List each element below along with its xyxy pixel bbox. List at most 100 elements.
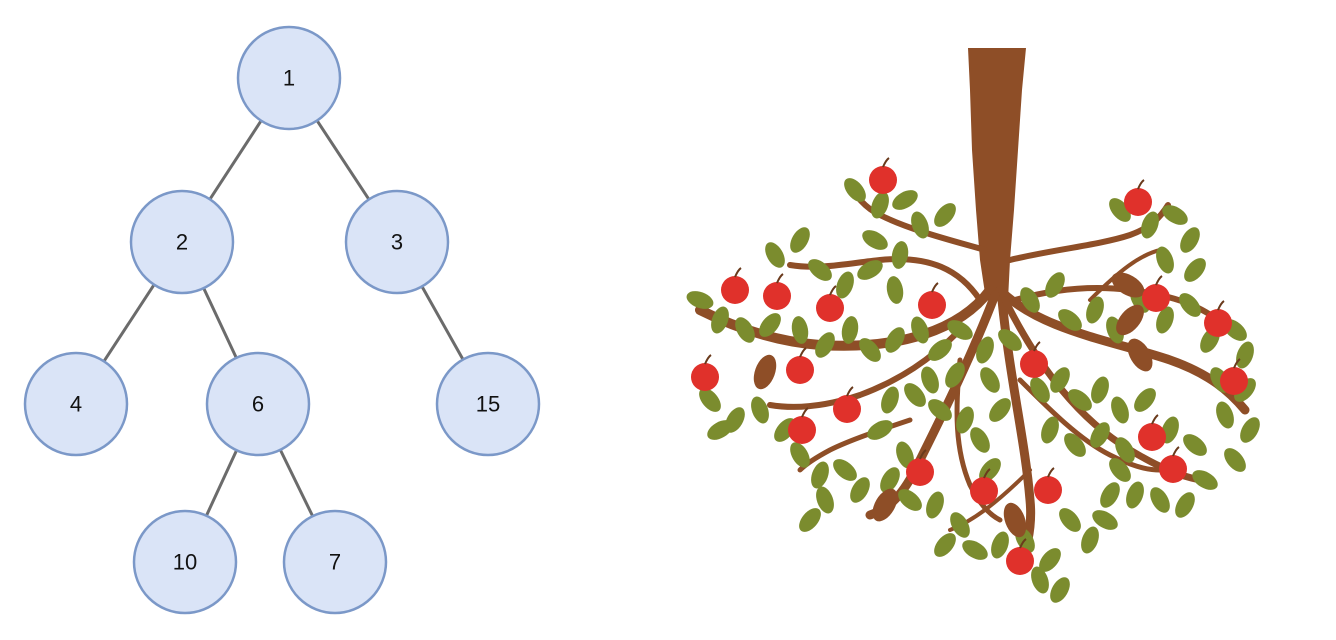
leaf xyxy=(892,190,918,210)
node-label: 1 xyxy=(283,66,295,91)
tree-node-10: 10 xyxy=(132,509,238,615)
node-circle xyxy=(435,351,541,457)
tree-leaves xyxy=(686,178,1260,603)
leaf xyxy=(1236,341,1254,369)
leaf xyxy=(1192,470,1218,490)
edge-n1-n2 xyxy=(208,119,263,201)
leaf xyxy=(1031,566,1049,594)
tree-node-7: 7 xyxy=(282,509,388,615)
apple xyxy=(833,386,861,423)
leaf xyxy=(976,336,994,364)
leaf xyxy=(1045,272,1065,298)
leaf xyxy=(956,406,974,434)
apple xyxy=(906,449,934,486)
leaf xyxy=(699,388,721,412)
leaf xyxy=(1020,287,1040,313)
leaf xyxy=(911,316,929,344)
brown-leaf xyxy=(753,354,777,390)
leaf xyxy=(1041,416,1059,444)
node-label: 7 xyxy=(329,550,341,575)
leaf xyxy=(947,320,973,340)
leaf xyxy=(950,512,970,538)
leaf xyxy=(881,386,899,414)
apple xyxy=(1159,446,1187,483)
leaf xyxy=(1100,482,1120,508)
node-label: 10 xyxy=(173,550,197,575)
leaf xyxy=(799,508,821,532)
brown-leaf xyxy=(1127,338,1153,372)
leaf xyxy=(841,316,859,344)
leaf xyxy=(1068,389,1092,411)
leaf xyxy=(790,227,810,253)
leaf xyxy=(980,367,1000,393)
apple xyxy=(691,354,719,391)
leaf xyxy=(735,317,755,343)
edge-n1-n3 xyxy=(315,119,371,201)
apple xyxy=(721,267,749,304)
apple xyxy=(1006,538,1034,575)
leaf xyxy=(850,477,870,503)
node-circle xyxy=(236,25,342,131)
leaf xyxy=(1090,422,1110,448)
leaf xyxy=(1180,227,1200,253)
node-label: 4 xyxy=(70,392,82,417)
leaf xyxy=(1091,376,1109,404)
tree-apples xyxy=(691,157,1248,575)
apple xyxy=(763,273,791,310)
apple xyxy=(918,282,946,319)
leaf xyxy=(1059,508,1081,532)
leaf xyxy=(962,540,988,560)
node-circle xyxy=(129,189,235,295)
leaf xyxy=(998,329,1022,351)
apple xyxy=(1020,341,1048,378)
leaf xyxy=(808,259,832,281)
tree-node-6: 6 xyxy=(205,351,311,457)
leaf xyxy=(904,383,926,407)
leaf xyxy=(759,313,781,337)
apple xyxy=(1142,275,1170,312)
leaf xyxy=(859,338,881,362)
node-label: 15 xyxy=(476,392,500,417)
leaf xyxy=(928,399,952,421)
leaf xyxy=(885,327,905,353)
leaf xyxy=(1216,401,1234,429)
leaf xyxy=(1050,577,1070,603)
brown-leaf xyxy=(872,488,898,522)
edge-n3-n15 xyxy=(420,285,465,361)
leaf xyxy=(1156,246,1174,274)
leaf xyxy=(686,291,714,309)
node-circle xyxy=(282,509,388,615)
leaf xyxy=(1086,296,1104,324)
leaf xyxy=(1150,487,1170,513)
leaf xyxy=(816,486,834,514)
leaf xyxy=(1050,367,1070,393)
leaf xyxy=(1184,258,1206,282)
tree-node-1: 1 xyxy=(236,25,342,131)
leaf xyxy=(1240,417,1260,443)
leaf xyxy=(707,420,733,440)
leaf xyxy=(1039,548,1061,572)
leaf xyxy=(765,242,785,268)
node-label: 6 xyxy=(252,392,264,417)
apple xyxy=(816,285,844,322)
leaf xyxy=(1092,510,1118,530)
leaf xyxy=(945,362,965,388)
leaf xyxy=(871,191,889,219)
leaf xyxy=(1224,448,1246,472)
brown-leaf xyxy=(1111,272,1145,298)
leaf xyxy=(896,441,914,469)
brown-leaf xyxy=(1116,304,1144,336)
leaf xyxy=(791,316,809,344)
leaf xyxy=(880,467,900,493)
leaf xyxy=(1141,211,1159,239)
leaf xyxy=(833,459,857,481)
apple xyxy=(786,347,814,384)
leaf xyxy=(857,260,883,280)
tree-trunk xyxy=(968,48,1026,300)
leaf xyxy=(886,276,904,304)
leaf xyxy=(1183,434,1207,456)
apple xyxy=(1220,358,1248,395)
